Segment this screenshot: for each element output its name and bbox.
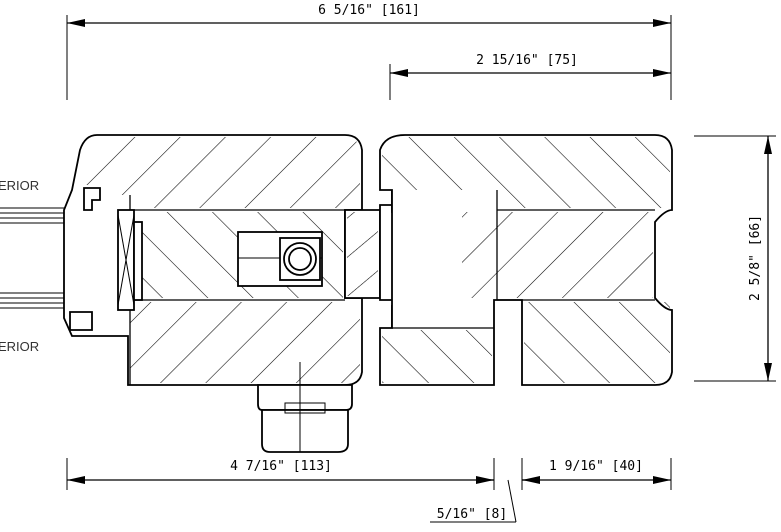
gap-dimension: 5/16" [8] — [430, 479, 540, 523]
gap-width-label: 5/16" [8] — [437, 507, 507, 522]
right-section-dimension: 2 15/16" [75] — [389, 53, 671, 100]
height-dimension: 2 5/8" [66] — [694, 135, 776, 382]
left-sash — [63, 134, 363, 453]
right-section-width-label: 2 15/16" [75] — [476, 53, 578, 68]
right-bottom-width-label: 1 9/16" [40] — [549, 459, 643, 474]
exterior-label: ERIOR — [0, 178, 39, 193]
right-sash — [379, 134, 673, 386]
interior-label: ERIOR — [0, 339, 39, 354]
height-label: 2 5/8" [66] — [748, 215, 763, 301]
overall-width-dimension: 6 5/16" [161] — [66, 3, 672, 100]
left-section-width-label: 4 7/16" [113] — [230, 459, 332, 474]
overall-width-label: 6 5/16" [161] — [318, 3, 420, 18]
right-bottom-dimension: 1 9/16" [40] — [521, 458, 672, 490]
left-section-dimension: 4 7/16" [113] — [66, 458, 495, 490]
